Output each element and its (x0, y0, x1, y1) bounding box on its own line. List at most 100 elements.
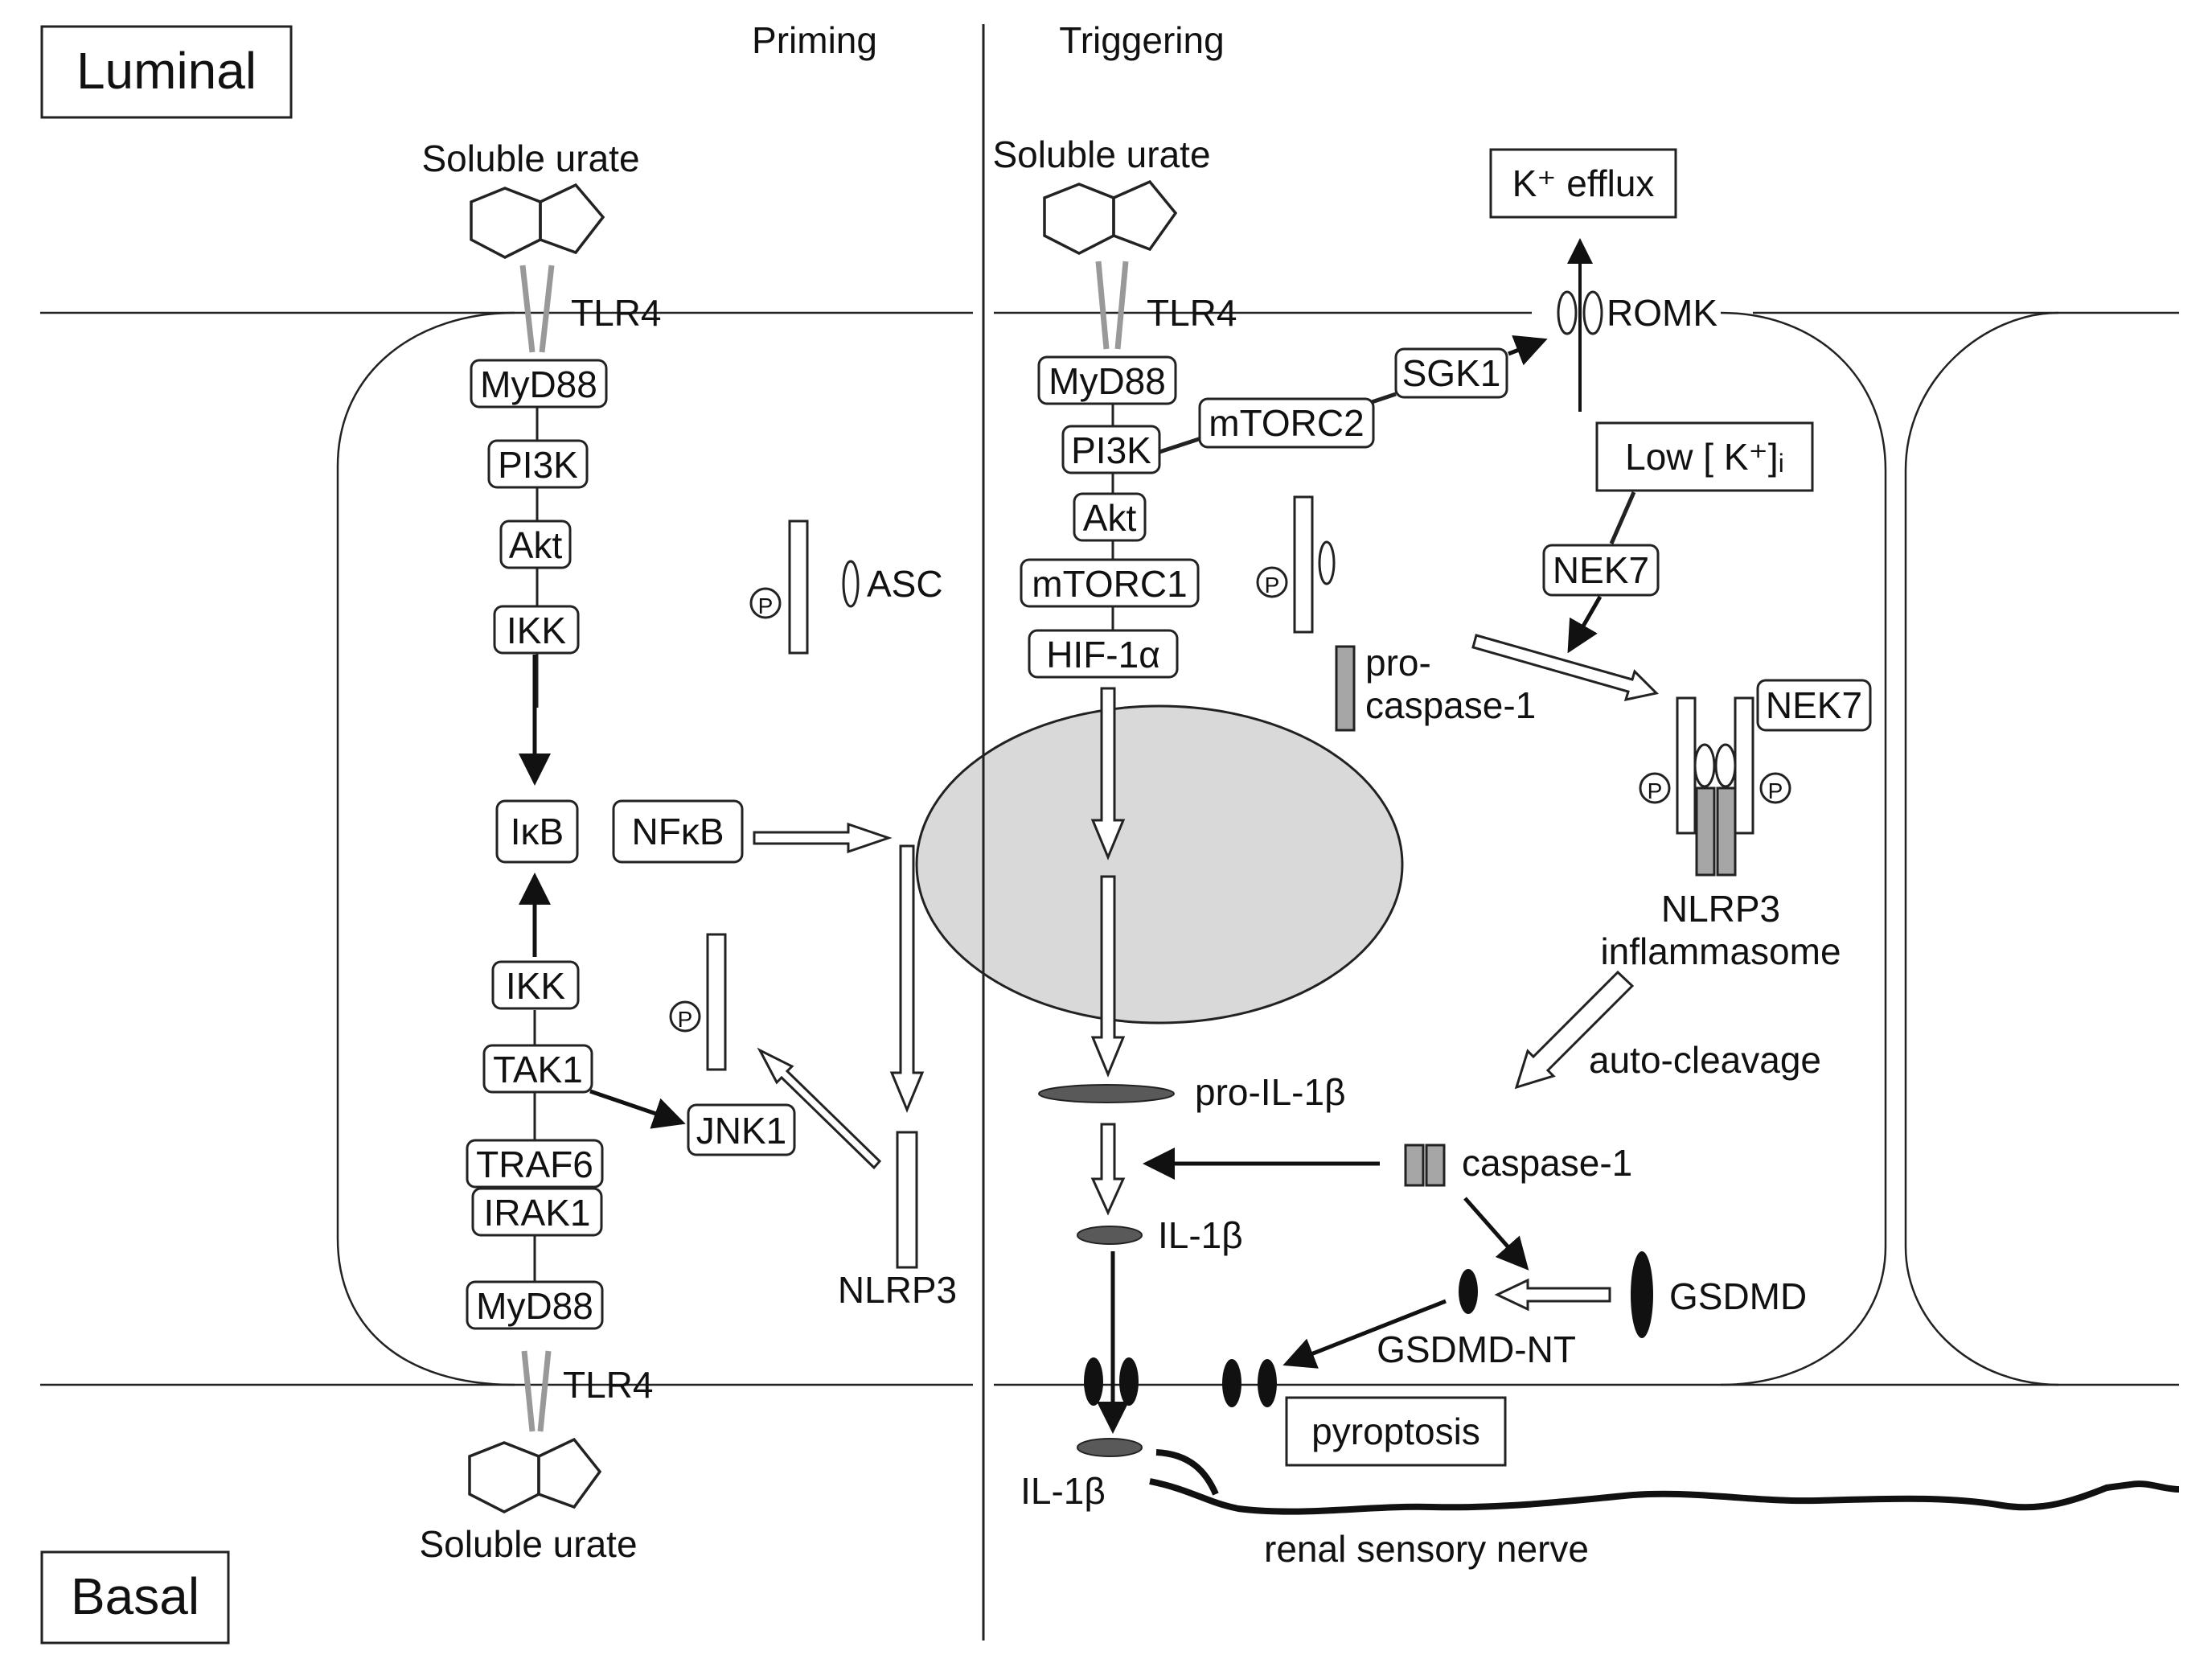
svg-text:Basal: Basal (71, 1567, 199, 1625)
svg-text:IRAK1: IRAK1 (484, 1192, 591, 1234)
il1b-inner-label: IL-1β (1158, 1214, 1243, 1256)
il1b-out-label: IL-1β (1020, 1470, 1106, 1512)
svg-text:TAK1: TAK1 (493, 1049, 583, 1090)
priming-top-tlr4: TLR4 (571, 292, 661, 334)
svg-text:IκB: IκB (511, 811, 564, 852)
svg-text:Luminal: Luminal (76, 42, 256, 100)
svg-text:Akt: Akt (1083, 497, 1137, 539)
svg-text:JNK1: JNK1 (696, 1110, 786, 1152)
to-inflammasome-arrow (1471, 634, 1660, 701)
priming-bottom-tlr4: TLR4 (563, 1364, 653, 1406)
jnk1-box: JNK1 (687, 1103, 796, 1156)
il1b-inner-oval (1077, 1226, 1143, 1245)
svg-text:mTORC2: mTORC2 (1209, 402, 1364, 444)
svg-text:P: P (1648, 778, 1663, 803)
caspase1-to-gsdmd-arrow (1463, 1197, 1529, 1271)
tlr4-receptor-icon (519, 265, 555, 353)
hif1a-to-nucleus-arrow (1090, 687, 1126, 860)
tlr4-triggering-receptor-icon (1095, 261, 1129, 350)
luminal-label: Luminal (40, 25, 293, 119)
svg-text:NEK7: NEK7 (1553, 549, 1649, 591)
priming-top-ligand-label: Soluble urate (421, 138, 639, 179)
urate-molecule-icon (470, 183, 605, 259)
nlrp3-label: NLRP3 (838, 1269, 957, 1311)
triggering-tlr4: TLR4 (1147, 292, 1237, 334)
romk-channel-icon (1557, 290, 1603, 335)
auto-cleavage-label: auto-cleavage (1589, 1039, 1821, 1081)
svg-text:pyroptosis: pyroptosis (1311, 1411, 1480, 1452)
priming-label: Priming (752, 19, 877, 61)
triggering-label: Triggering (1059, 19, 1224, 61)
gsdmd-cleavage-arrow (1494, 1278, 1611, 1312)
renal-sensory-nerve (1149, 1449, 2180, 1515)
tlr4-basal-receptor-icon (521, 1350, 552, 1432)
k-efflux-box: K⁺ efflux (1489, 148, 1677, 219)
svg-text:SGK1: SGK1 (1402, 352, 1501, 394)
sgk1-to-romk-arrow (1508, 335, 1548, 366)
svg-text:NFκB: NFκB (632, 811, 724, 852)
triggering-chain: MyD88 PI3K Akt mTORC1 HIF-1α (1020, 355, 1200, 679)
svg-text:HIF-1α: HIF-1α (1046, 634, 1160, 676)
svg-text:MyD88: MyD88 (1049, 360, 1166, 402)
caspase-1-label: caspase-1 (1462, 1142, 1632, 1184)
svg-text:ASC: ASC (867, 563, 943, 605)
svg-text:MyD88: MyD88 (480, 363, 597, 405)
gsdmd-oval (1631, 1251, 1653, 1338)
gsdmd-label: GSDMD (1669, 1275, 1807, 1317)
priming-bottom-ligand-label: Soluble urate (419, 1523, 637, 1565)
auto-cleavage-arrow (1514, 970, 1635, 1090)
svg-text:K⁺ efflux: K⁺ efflux (1512, 162, 1655, 204)
sgk1-box: SGK1 (1394, 347, 1508, 399)
nlrp3-to-pbar-arrow (757, 1047, 882, 1170)
pro-il1b-label: pro-IL-1β (1195, 1071, 1346, 1113)
tak1-to-jnk1-arrow (589, 1089, 686, 1129)
nek7-free-box: NEK7 (1542, 544, 1660, 597)
mtorc2-box: mTORC2 (1198, 397, 1375, 449)
svg-text:IKK: IKK (507, 610, 566, 651)
pro-il1b-oval (1038, 1084, 1175, 1103)
svg-text:PI3K: PI3K (1071, 429, 1151, 471)
caspase-1-icon (1404, 1144, 1446, 1187)
nek7-bound-box: NEK7 (1756, 679, 1872, 732)
membrane-pores (1084, 1357, 1277, 1407)
nlrp3-bar (896, 1131, 918, 1269)
ikb-box: IκB (495, 799, 579, 864)
pyroptosis-box: pyroptosis (1285, 1396, 1507, 1467)
svg-text:Akt: Akt (509, 524, 563, 566)
nlrp3-inflammasome-icon: P P (1639, 696, 1791, 877)
urate-molecule-basal-icon (468, 1437, 602, 1513)
triggering-top-ligand-label: Soluble urate (992, 133, 1210, 175)
pro-caspase-1-bar (1335, 645, 1356, 732)
gsdmd-nt-to-pore-arrow (1282, 1299, 1447, 1369)
svg-text:P: P (678, 1007, 693, 1032)
svg-text:P: P (1768, 778, 1783, 803)
romk-label: ROMK (1607, 292, 1717, 334)
nek7-arrow (1567, 595, 1603, 654)
svg-text:IKK: IKK (506, 965, 565, 1007)
svg-text:PI3K: PI3K (498, 444, 578, 486)
pro-il1b-to-il1b-arrow (1090, 1123, 1126, 1216)
urate-molecule-triggering-icon (1043, 179, 1178, 255)
nfkb-to-nucleus-arrow (753, 822, 893, 854)
gsdmd-nt-oval (1459, 1269, 1478, 1314)
gsdmd-nt-label: GSDMD-NT (1377, 1328, 1576, 1370)
svg-text:NEK7: NEK7 (1766, 684, 1862, 726)
svg-text:MyD88: MyD88 (476, 1285, 593, 1327)
nucleus-to-pro-il1b-arrow (1090, 875, 1126, 1078)
pro-caspase-1-label: pro-caspase-1 (1365, 642, 1536, 726)
svg-text:Low [ K⁺]ᵢ: Low [ K⁺]ᵢ (1625, 436, 1784, 478)
nfkb-box: NFκB (612, 799, 744, 864)
basal-label: Basal (40, 1550, 230, 1645)
svg-text:TRAF6: TRAF6 (476, 1144, 593, 1185)
priming-bottom-chain: IKK TAK1 TRAF6 IRAK1 MyD88 (466, 960, 604, 1330)
il1b-out-oval (1077, 1438, 1143, 1457)
phospho-bar: P (669, 933, 727, 1071)
asc-bar: P ASC (749, 519, 943, 655)
svg-text:mTORC1: mTORC1 (1032, 563, 1187, 605)
priming-top-chain: MyD88 PI3K Akt IKK (470, 359, 608, 655)
nucleus (915, 704, 1404, 1025)
cell-membranes (40, 24, 2179, 1641)
triggering-nlrp3-bar: P (1256, 495, 1336, 634)
